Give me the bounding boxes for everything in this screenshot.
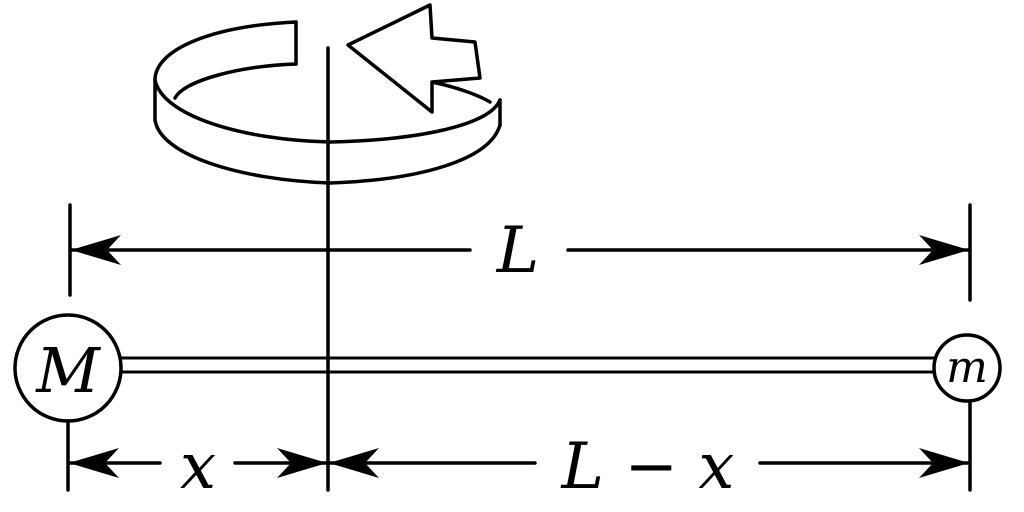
label-total-length: L [496,214,540,288]
label-left-distance: x [180,430,216,504]
label-mass-m: m [946,342,988,393]
mass-M: M [13,313,123,423]
dimension-bottom: x L − x [66,399,972,504]
label-right-distance: L − x [561,430,735,504]
rod [120,356,942,374]
dimension-total-length: L [68,203,972,302]
mass-m: m [932,333,1002,403]
rotation-arrow-icon [153,3,502,185]
label-mass-M: M [35,334,101,407]
